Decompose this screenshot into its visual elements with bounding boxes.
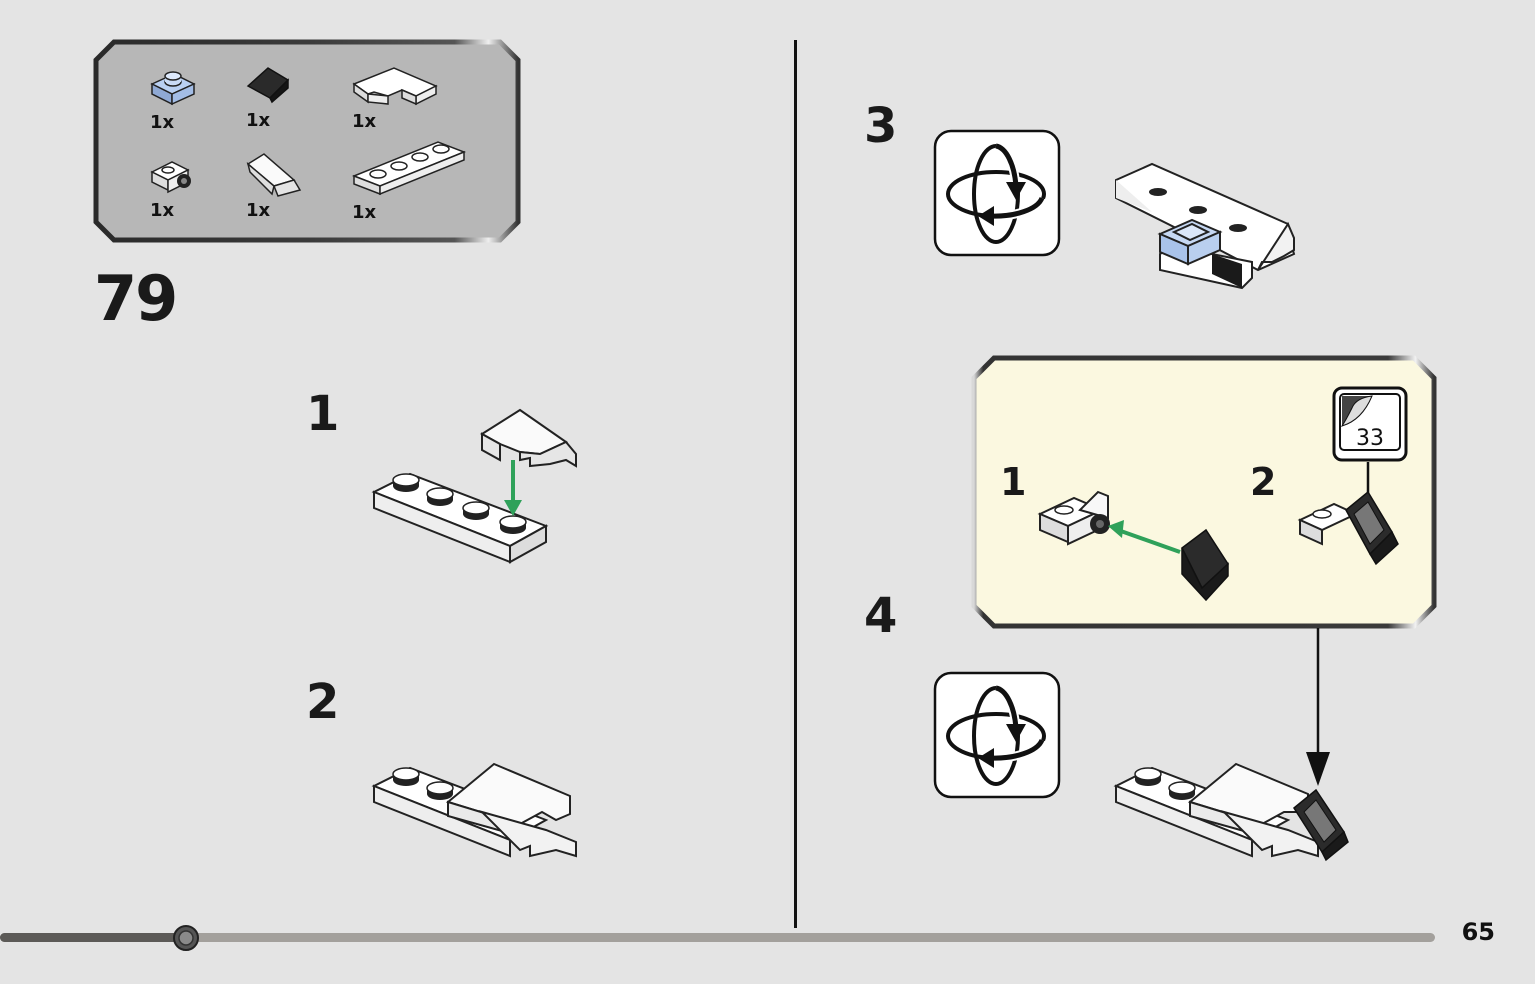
part-corner-plate-icon [352,67,438,106]
page-step-number: 79 [94,262,178,335]
progress-knob[interactable] [172,924,200,952]
sub-step-number: 3 [864,98,898,154]
part-wedge-wing-icon [246,153,302,197]
part-1x4-plate-icon [351,141,467,196]
callout-step2-illustration [1297,462,1399,566]
progress-fill [0,933,186,942]
part-qty: 1x [352,202,377,223]
callout-step1-illustration [1037,490,1229,602]
step2-assembly-illustration [371,762,577,858]
step3-assembly-illustration [1115,162,1296,290]
progress-track [0,933,1435,942]
callout-sub-step-number: 2 [1250,460,1277,504]
sub-step-number: 2 [306,674,340,730]
rotate-model-icon[interactable] [933,129,1061,257]
part-slope-black-icon [246,67,290,104]
part-1x1-plate-blue-icon [150,71,196,106]
sub-step-number: 1 [306,386,340,442]
part-qty: 1x [150,200,175,221]
step4-assembly-illustration [1113,762,1349,862]
sticker-icon [1332,386,1408,462]
sticker-number: 33 [1356,426,1384,451]
page-divider [794,40,797,928]
part-qty: 1x [150,112,175,133]
page-number: 65 [1461,918,1495,946]
step1-assembly-illustration [371,408,577,564]
part-qty: 1x [246,110,271,131]
callout-sub-step-number: 1 [1000,460,1027,504]
part-qty: 1x [246,200,271,221]
part-clip-plate-icon [150,161,191,194]
sub-step-number: 4 [864,588,898,644]
part-qty: 1x [352,111,377,132]
rotate-model-icon[interactable] [933,671,1061,799]
